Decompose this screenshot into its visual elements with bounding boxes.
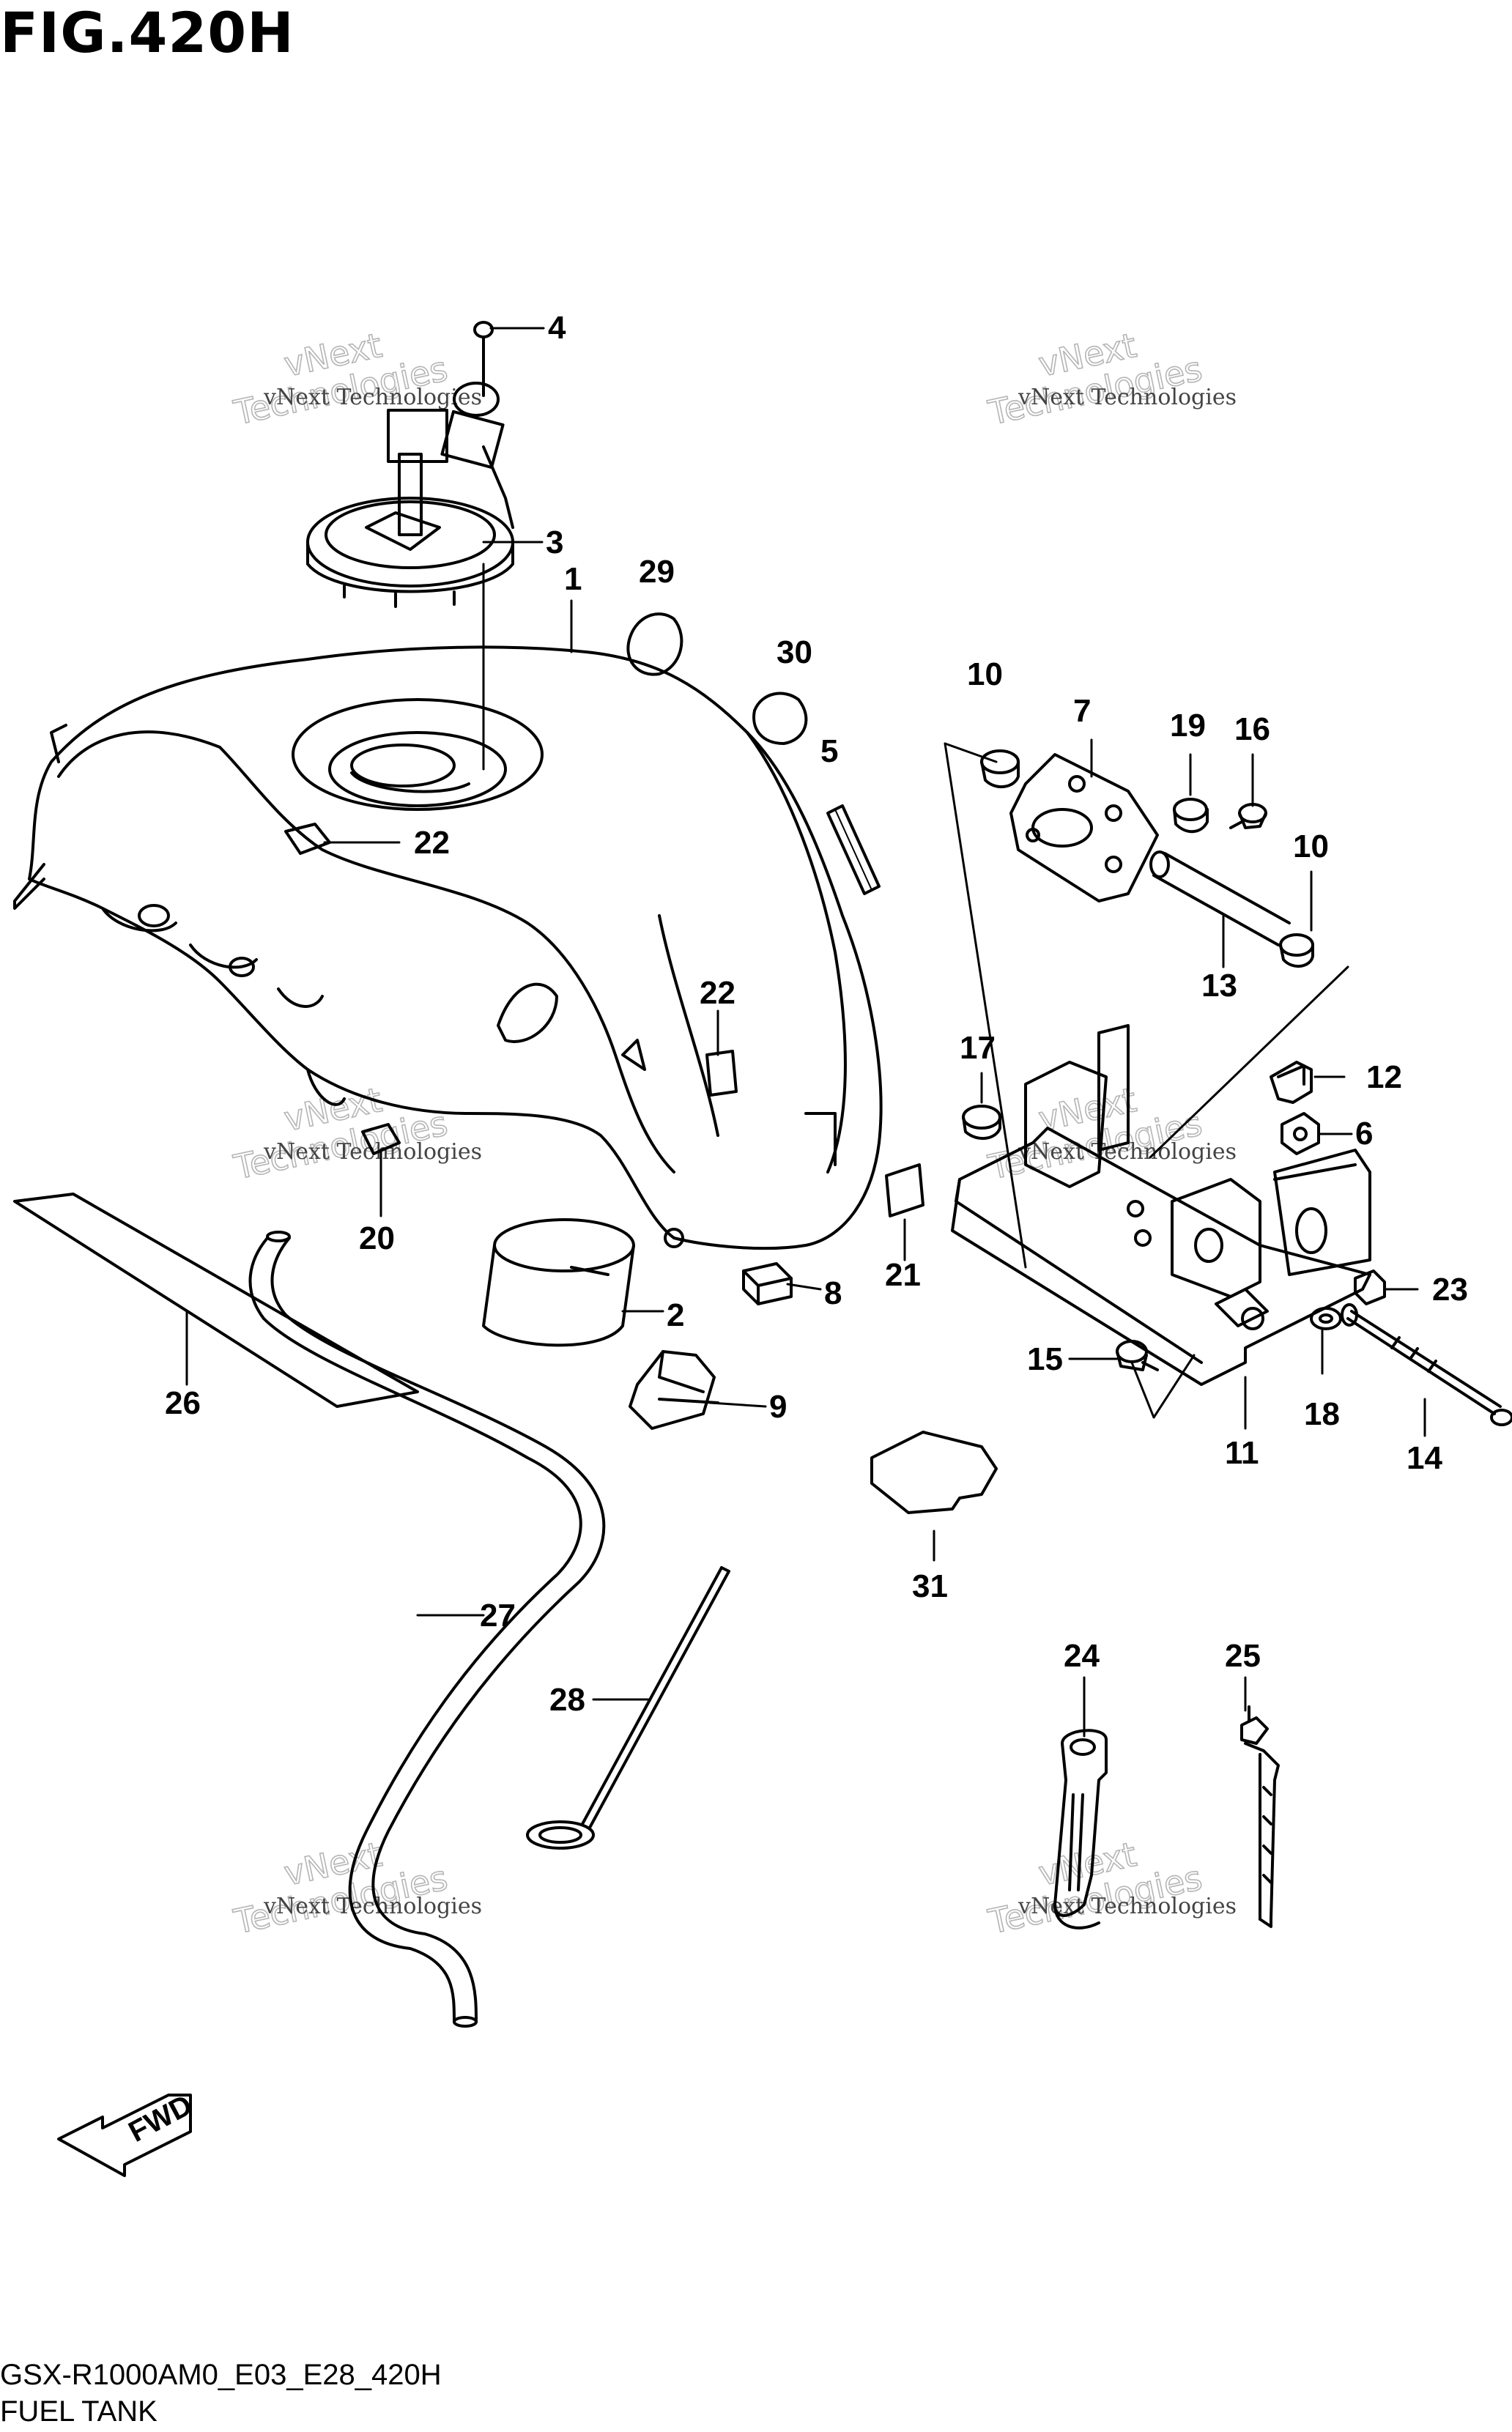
callout-12: 12 [1366,1059,1402,1095]
fuel-tank-part [13,645,883,1250]
callout-6: 6 [1355,1116,1373,1152]
callout-24: 24 [1064,1638,1100,1674]
nut-23-part [1354,1269,1386,1305]
clip-12-part [1270,1061,1313,1104]
callout-19: 19 [1170,708,1206,744]
svg-text:vNext Technologies: vNext Technologies [1018,385,1237,410]
svg-text:vNext Technologies: vNext Technologies [263,1894,482,1919]
label-22-side-part [705,1050,738,1097]
callout-5: 5 [820,733,838,769]
fwd-arrow-icon [57,2094,192,2177]
gasket-30-part [752,692,808,745]
callout-23: 23 [1432,1272,1468,1308]
plate-26-part [13,1193,419,1408]
callout-14: 14 [1407,1440,1442,1476]
washer-18-part [1310,1307,1342,1330]
callout-22-top: 22 [414,825,450,861]
callout-25: 25 [1225,1638,1261,1674]
callout-1: 1 [564,561,582,597]
cushion-ring-2-part [482,1218,635,1347]
callout-3: 3 [546,524,563,560]
bolt-14-part [1341,1303,1512,1426]
bracket-11-part [951,1024,1371,1386]
cushion-8-part [742,1262,793,1305]
callout-13: 13 [1201,968,1237,1004]
callout-28: 28 [549,1682,585,1718]
callout-9: 9 [769,1389,787,1425]
watermark-bottom-left: vNext Technologies vNext Technologies [229,1834,482,1942]
watermark-mid-right: vNext Technologies vNext Technologies [984,1079,1237,1187]
callout-22-side: 22 [700,975,735,1011]
rod-28-part [526,1566,730,1850]
watermark-group: vNext Technologies vNext Technologies vN… [229,325,1237,1942]
callout-10-lower: 10 [1293,828,1329,864]
leader-lines [185,327,1426,1738]
label-21-part [885,1163,924,1217]
watermark-top-right: vNext Technologies vNext Technologies [984,325,1237,433]
band-24-part [1053,1729,1108,1929]
figure-title: FIG.420H [0,0,294,65]
watermark-mid-left: vNext Technologies vNext Technologies [229,1079,482,1187]
bush-19-part [1173,798,1209,834]
callout-21: 21 [885,1257,921,1293]
cushion-20-part [361,1123,401,1155]
pad-31-part [870,1431,998,1514]
screw-16-part [1229,803,1267,829]
svg-text:vNext Technologies: vNext Technologies [1018,1894,1237,1919]
hose-27-part [248,1231,606,2028]
callout-17: 17 [960,1030,996,1066]
clamp-25-part [1240,1705,1280,1928]
section-name: FUEL TANK [0,2395,158,2428]
fuel-cap-part [306,321,514,608]
callout-4: 4 [548,310,566,346]
strip-5-part [826,804,881,895]
hinge-plate-7-part [1009,753,1159,902]
bush-10-upper-part [980,749,1020,788]
callout-20: 20 [359,1220,395,1256]
callout-16: 16 [1234,711,1270,747]
bush-10-lower-part [1279,933,1314,968]
callout-30: 30 [777,634,812,670]
callout-27: 27 [480,1598,516,1634]
callout-31: 31 [912,1568,948,1604]
svg-text:vNext Technologies: vNext Technologies [263,385,482,410]
model-code: GSX-R1000AM0_E03_E28_420H [0,2359,442,2391]
callout-labels: 1 2 3 4 5 6 7 8 9 10 10 11 12 13 14 15 1… [165,310,1468,1718]
callout-11: 11 [1225,1435,1259,1471]
callout-8: 8 [824,1275,842,1311]
gasket-29-part [626,612,683,676]
nut-6-part [1281,1112,1320,1155]
callout-18: 18 [1304,1396,1340,1432]
callout-2: 2 [667,1297,684,1333]
callout-15: 15 [1027,1341,1063,1377]
grommet-17-part [962,1105,1001,1140]
callout-7: 7 [1073,693,1091,729]
watermark-bottom-right: vNext Technologies vNext Technologies [984,1834,1237,1942]
callout-26: 26 [165,1385,201,1421]
cushion-9-part [629,1350,719,1430]
callout-29: 29 [639,554,675,590]
callout-10-upper: 10 [967,656,1003,692]
pin-13-part [1149,850,1291,946]
